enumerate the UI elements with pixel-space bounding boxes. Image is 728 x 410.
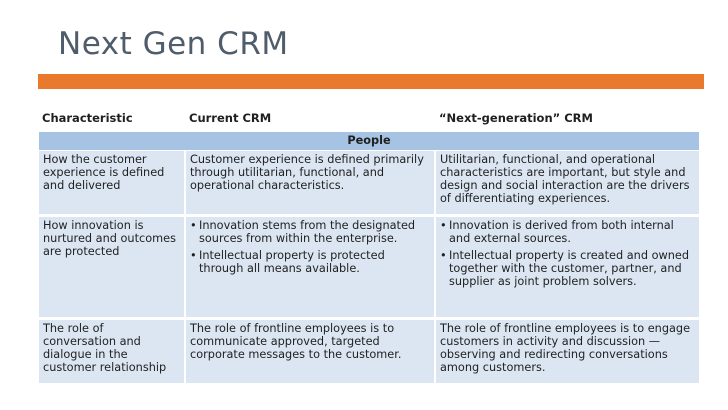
- list-item: Innovation is derived from both internal…: [440, 219, 695, 245]
- cell-next: The role of frontline employees is to en…: [434, 318, 701, 383]
- title-accent-bar: [38, 74, 704, 89]
- slide-title: Next Gen CRM: [58, 26, 289, 62]
- cell-next: Innovation is derived from both internal…: [434, 215, 701, 320]
- cell-next: Utilitarian, functional, and operational…: [434, 150, 701, 217]
- table-row: How innovation is nurtured and outcomes …: [37, 215, 701, 320]
- header-current-crm: Current CRM: [185, 109, 435, 132]
- table-row: The role of conversation and dialogue in…: [37, 318, 701, 383]
- list-item: Intellectual property is created and own…: [440, 249, 695, 288]
- comparison-table: Characteristic Current CRM “Next-generat…: [37, 109, 701, 383]
- cell-characteristic: The role of conversation and dialogue in…: [37, 318, 186, 383]
- header-next-gen-crm: “Next-generation” CRM: [435, 109, 700, 132]
- section-row-people: People: [37, 130, 701, 151]
- cell-characteristic: How the customer experience is defined a…: [37, 150, 186, 217]
- list-item: Intellectual property is protected throu…: [190, 249, 430, 275]
- bullet-list: Innovation stems from the designated sou…: [190, 219, 430, 275]
- cell-current: The role of frontline employees is to co…: [184, 318, 436, 383]
- list-item: Innovation stems from the designated sou…: [190, 219, 430, 245]
- cell-characteristic: How innovation is nurtured and outcomes …: [37, 215, 186, 320]
- section-label: People: [37, 130, 701, 151]
- cell-current: Customer experience is defined primarily…: [184, 150, 436, 217]
- bullet-list: Innovation is derived from both internal…: [440, 219, 695, 288]
- header-characteristic: Characteristic: [38, 109, 185, 132]
- table-row: How the customer experience is defined a…: [37, 150, 701, 217]
- table-header-row: Characteristic Current CRM “Next-generat…: [38, 109, 700, 132]
- cell-current: Innovation stems from the designated sou…: [184, 215, 436, 320]
